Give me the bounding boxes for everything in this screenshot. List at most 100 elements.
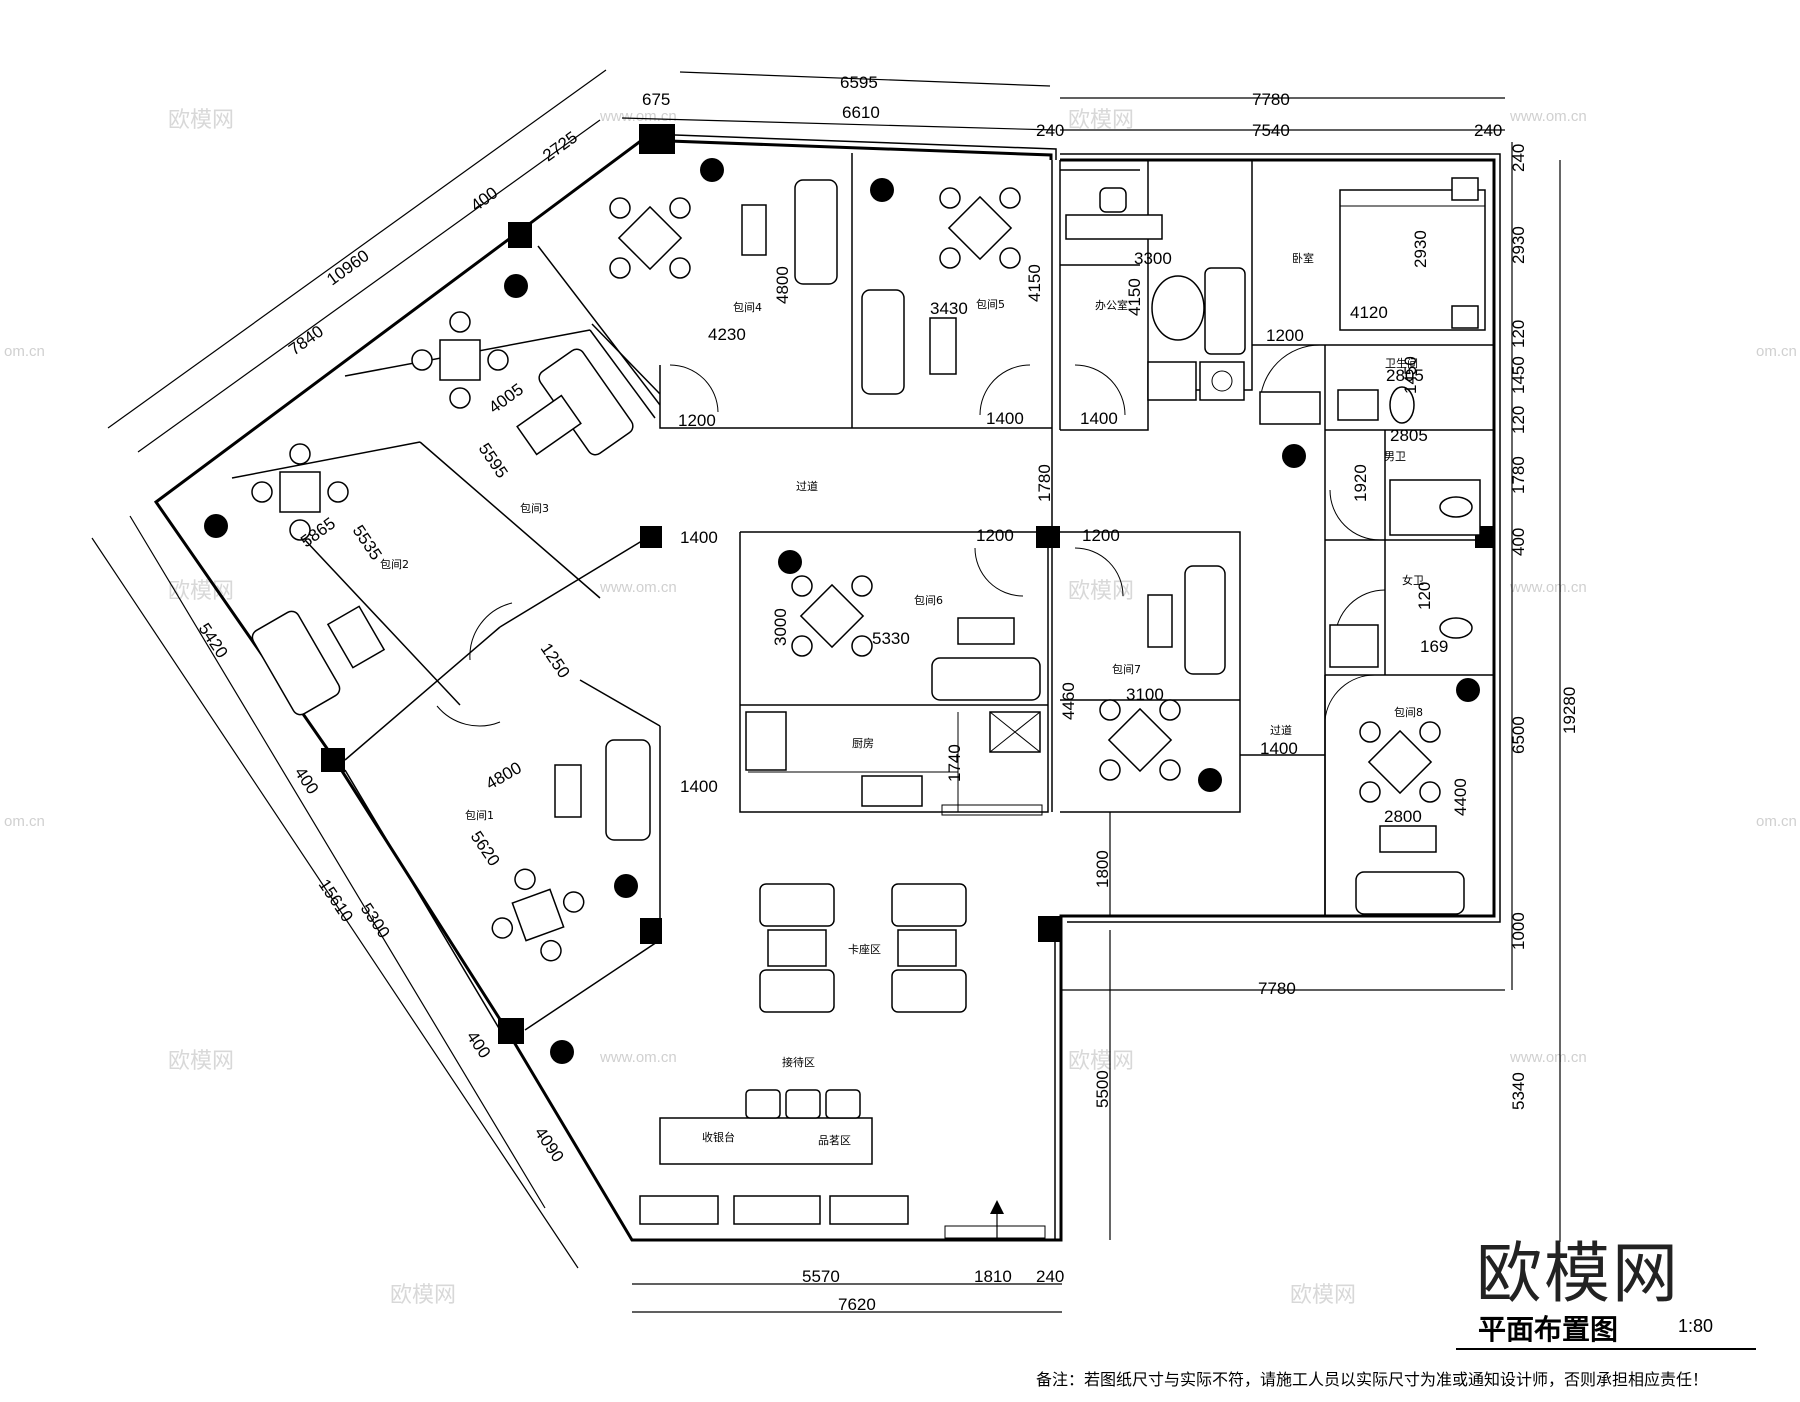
dimension-label: 4230 (708, 325, 746, 344)
booth-sofa (759, 969, 835, 1013)
dimension-label: 5865 (297, 514, 339, 552)
room-label: 包间1 (465, 809, 494, 822)
drawing-title-block: 平面布置图 1:80 (1456, 1304, 1756, 1350)
dimension-label: 1200 (678, 411, 716, 430)
brand-logo: 欧模网 (1476, 1235, 1680, 1312)
plant-icon (700, 158, 724, 182)
watermark-url: www.om.cn (1509, 579, 1587, 596)
booth-sofa (759, 883, 835, 927)
room-label: 品茗区 (818, 1134, 851, 1147)
room-labels: 包间4 包间5 办公室 卧室 卫生间 男卫 女卫 过道 过道 包间3 包间2 包… (380, 251, 1424, 1147)
dimension-label: 1800 (1093, 850, 1112, 888)
room-label: 包间2 (380, 558, 409, 571)
dimension-label: 6610 (842, 103, 880, 122)
room-label: 包间7 (1112, 663, 1141, 676)
dimension-label: 2800 (1384, 807, 1422, 826)
room-label: 过道 (796, 479, 818, 493)
dimension-label: 120 (1509, 406, 1528, 434)
dimension-label: 1920 (1351, 464, 1370, 502)
watermark-url: om.cn (1756, 813, 1797, 830)
entrance-arrow-icon (990, 1200, 1004, 1240)
plant-icon (1282, 444, 1306, 468)
room-label: 过道 (1270, 723, 1292, 737)
booth-table (897, 929, 957, 967)
dimension-label: 5620 (467, 828, 504, 870)
plants (204, 158, 1480, 1064)
plant-icon (204, 514, 228, 538)
door-swing (974, 547, 1024, 597)
squat-toilet (1439, 617, 1473, 639)
dimension-label: 7780 (1258, 979, 1296, 998)
door-swings (436, 344, 1386, 1239)
column (1038, 916, 1060, 942)
coffee-table (741, 204, 767, 256)
dining-table-set (411, 311, 509, 409)
watermark-text: 欧模网 (1068, 108, 1134, 133)
toilet (1389, 386, 1415, 424)
booth-sofa (891, 883, 967, 927)
coffee-table (1147, 594, 1173, 648)
dimension-label: 1450 (1509, 356, 1528, 394)
nightstand (1451, 177, 1479, 201)
dimension-label: 5570 (802, 1267, 840, 1286)
dimension-label: 1740 (945, 744, 964, 782)
room-label: 包间4 (733, 301, 762, 314)
exterior-walls (153, 133, 1501, 1242)
sofa (251, 610, 341, 716)
display-cabinet (733, 1195, 821, 1225)
dimension-label: 4090 (531, 1124, 568, 1166)
washbasin (1337, 389, 1379, 421)
dimension-label: 240 (1474, 121, 1502, 140)
room-label: 接待区 (782, 1055, 815, 1069)
room-label: 办公室 (1095, 298, 1128, 312)
storage-cabinet (1259, 391, 1321, 425)
dimension-label: 120 (1509, 320, 1528, 348)
room-label: 包间8 (1394, 706, 1423, 719)
dining-table-set (939, 187, 1021, 269)
display-cabinet (639, 1195, 719, 1225)
dimension-label: 6500 (1509, 716, 1528, 754)
door-threshold (941, 804, 1043, 816)
dimension-label: 1400 (1080, 409, 1118, 428)
watermark-text: 欧模网 (1068, 579, 1134, 604)
plant-icon (870, 178, 894, 202)
watermark-url: www.om.cn (1509, 108, 1587, 125)
dimension-label: 7620 (838, 1295, 876, 1314)
drawing-scale: 1:80 (1678, 1316, 1714, 1336)
dimension-label: 3430 (930, 299, 968, 318)
dining-table-set (1359, 721, 1441, 803)
room-label: 卡座区 (848, 942, 881, 956)
office-chair (1151, 275, 1205, 341)
nightstand (1451, 305, 1479, 329)
dimension-label: 4150 (1025, 264, 1044, 302)
dimension-label: 6595 (840, 73, 878, 92)
room-label: 包间5 (976, 298, 1005, 311)
dimension-label: 5500 (1093, 1070, 1112, 1108)
dimension-label: 4460 (1059, 682, 1078, 720)
sofa (794, 179, 838, 285)
plant-icon (1456, 678, 1480, 702)
room-label: 包间6 (914, 594, 943, 607)
dimension-label: 1400 (986, 409, 1024, 428)
dimension-label: 5420 (195, 620, 232, 662)
dimension-label: 4800 (773, 266, 792, 304)
dimension-label: 400 (463, 1028, 495, 1062)
column (639, 124, 675, 154)
door-swing (1324, 674, 1376, 721)
watermark-text: 欧模网 (1290, 1283, 1356, 1308)
dimension-label: 120 (1415, 582, 1434, 610)
room-label: 男卫 (1384, 450, 1406, 463)
squat-toilet (1439, 496, 1473, 518)
dimension-label: 1400 (1260, 739, 1298, 758)
stove (1199, 361, 1245, 401)
door-swing (469, 602, 513, 661)
room-label: 包间3 (520, 502, 549, 515)
dimension-label: 240 (1036, 1267, 1064, 1286)
dimension-label: 5595 (475, 440, 512, 482)
dimension-label: 240 (1036, 121, 1064, 140)
dining-table-set (609, 197, 691, 279)
urinal-stall (1389, 479, 1481, 536)
dimension-label: 19280 (1560, 687, 1579, 734)
bar-stool (745, 1089, 781, 1119)
